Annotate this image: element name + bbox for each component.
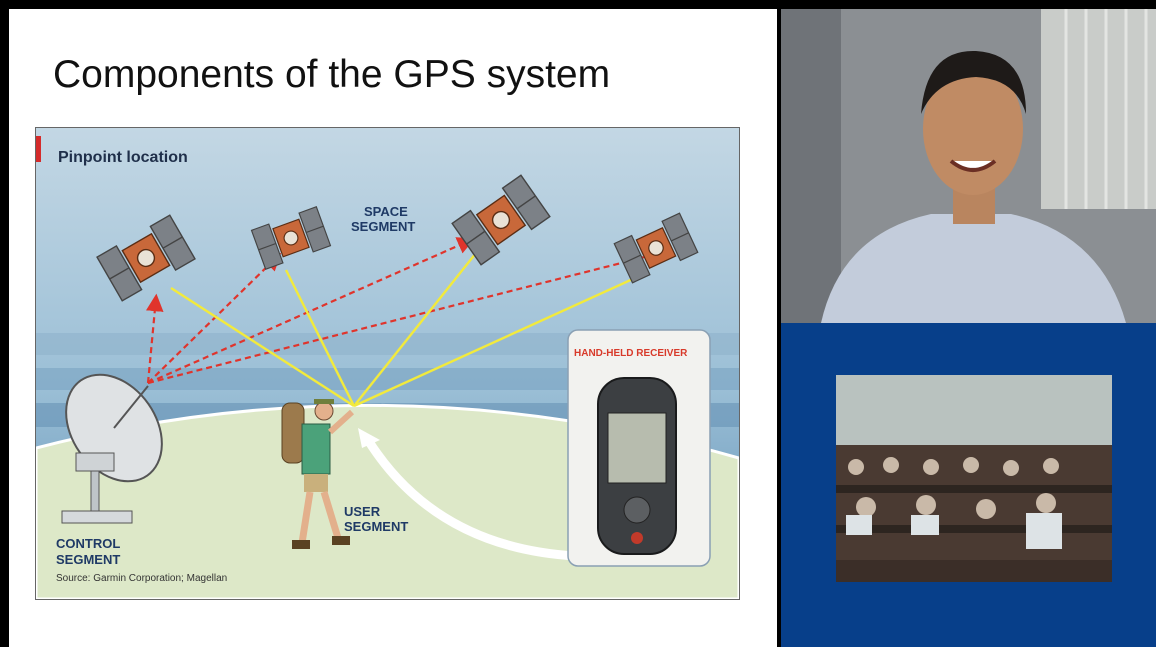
audience-video	[836, 375, 1112, 582]
heading-accent	[36, 136, 41, 162]
control-segment-label-2: SEGMENT	[56, 552, 120, 567]
user-segment-label-2: SEGMENT	[344, 519, 408, 534]
video-panel	[781, 9, 1156, 647]
gps-receiver-icon	[597, 377, 677, 555]
control-link-3	[147, 237, 476, 385]
control-link-4	[147, 252, 646, 385]
presenter-video	[781, 9, 1156, 323]
hiker-icon	[281, 399, 355, 549]
control-link-1	[146, 293, 164, 384]
control-link-2	[147, 252, 282, 384]
presenter-hair	[921, 50, 1026, 114]
user-segment-label-1: USER	[344, 504, 381, 519]
presenter-shirt	[821, 214, 1126, 323]
receiver-arrow	[364, 437, 577, 561]
receiver-label: HAND-HELD RECEIVER	[574, 348, 688, 359]
gps-diagram-svg: Pinpoint location SPACE SEGM	[36, 128, 739, 599]
space-segment-label-2: SEGMENT	[351, 219, 415, 234]
slide-title: Components of the GPS system	[53, 53, 611, 96]
signal-line-1	[170, 286, 355, 408]
gps-diagram: Pinpoint location SPACE SEGM	[35, 127, 740, 600]
presenter-face	[923, 63, 1023, 195]
signal-line-4	[353, 271, 647, 408]
satellite-dish-icon	[61, 373, 163, 524]
signal-line-2	[284, 269, 356, 407]
control-segment-label-1: CONTROL	[56, 536, 120, 551]
diagram-heading: Pinpoint location	[58, 149, 188, 166]
presentation-slide: Components of the GPS system	[9, 9, 777, 647]
space-segment-label-1: SPACE	[364, 204, 408, 219]
signal-line-3	[353, 252, 477, 407]
source-caption: Source: Garmin Corporation; Magellan	[56, 573, 227, 584]
